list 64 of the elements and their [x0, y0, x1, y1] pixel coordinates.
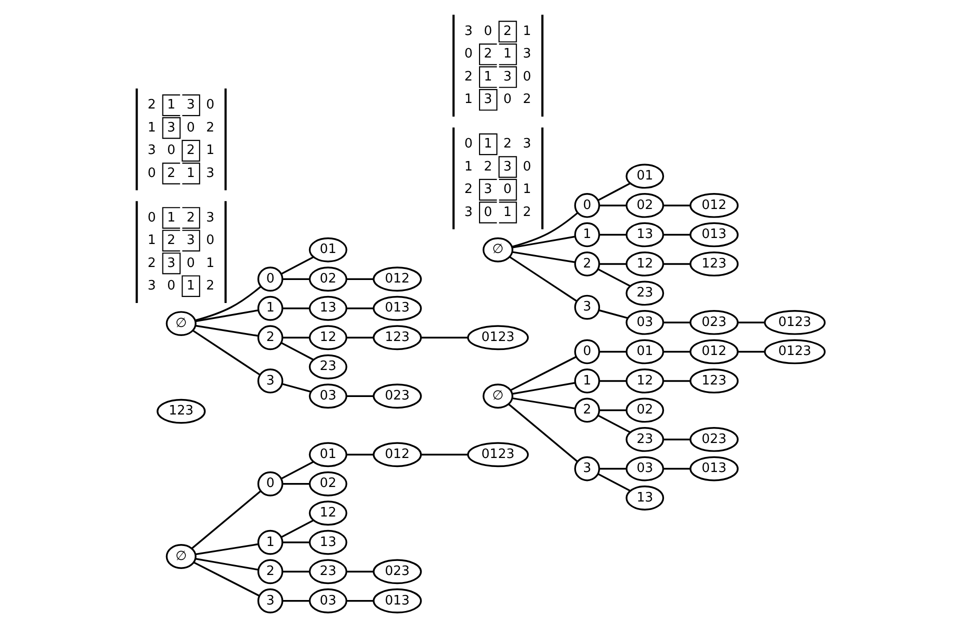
label: 1 [464, 92, 473, 108]
label: 0 [484, 204, 492, 220]
label: 0 [206, 98, 214, 113]
label: 2 [167, 233, 176, 248]
label: 3 [167, 120, 176, 136]
label: 1 [148, 233, 156, 248]
label: 3 [464, 204, 473, 220]
label: 0 [464, 46, 473, 62]
label: 2 [148, 256, 156, 271]
label: 2 [522, 204, 532, 220]
label: 0 [522, 159, 532, 174]
label: 2 [186, 210, 195, 226]
label: 2 [464, 182, 473, 198]
label: 0 [522, 69, 532, 84]
label: 1 [522, 24, 532, 39]
label: 3 [167, 256, 176, 271]
label: 3 [522, 136, 532, 152]
label: 1 [206, 256, 214, 271]
label: 0 [167, 143, 176, 158]
label: 0 [206, 233, 214, 248]
label: 2 [206, 120, 214, 136]
label: 3 [206, 210, 214, 226]
label: 0 [148, 210, 156, 226]
label: 0 [167, 278, 176, 294]
label: 3 [484, 92, 492, 108]
label: 3 [148, 278, 156, 294]
label: 0 [186, 256, 195, 271]
label: 2 [148, 98, 156, 113]
label: 1 [186, 166, 195, 181]
label: 2 [206, 278, 214, 294]
label: 3 [464, 24, 473, 39]
label: 1 [484, 136, 492, 152]
label: 1 [503, 204, 512, 220]
label: 0 [503, 92, 512, 108]
label: 1 [186, 278, 195, 294]
label: 3 [148, 143, 156, 158]
label: 2 [484, 46, 492, 62]
label: 1 [464, 159, 473, 174]
label: 3 [186, 233, 195, 248]
label: 3 [503, 159, 512, 174]
label: 1 [484, 69, 492, 84]
label: 2 [167, 166, 176, 181]
label: 3 [522, 46, 532, 62]
label: 0 [148, 166, 156, 181]
label: 3 [186, 98, 195, 113]
label: 3 [206, 166, 214, 181]
label: 3 [503, 69, 512, 84]
label: 1 [522, 182, 532, 198]
label: 3 [484, 182, 492, 198]
label: 2 [503, 24, 512, 39]
label: 0 [503, 182, 512, 198]
label: 0 [484, 24, 492, 39]
label: 2 [464, 69, 473, 84]
label: 2 [522, 92, 532, 108]
label: 2 [503, 136, 512, 152]
label: 2 [186, 143, 195, 158]
label: 1 [167, 210, 176, 226]
label: 2 [484, 159, 492, 174]
label: 1 [167, 98, 176, 113]
label: 1 [503, 46, 512, 62]
label: 1 [148, 120, 156, 136]
label: 0 [464, 136, 473, 152]
label: 0 [186, 120, 195, 136]
label: 1 [206, 143, 214, 158]
